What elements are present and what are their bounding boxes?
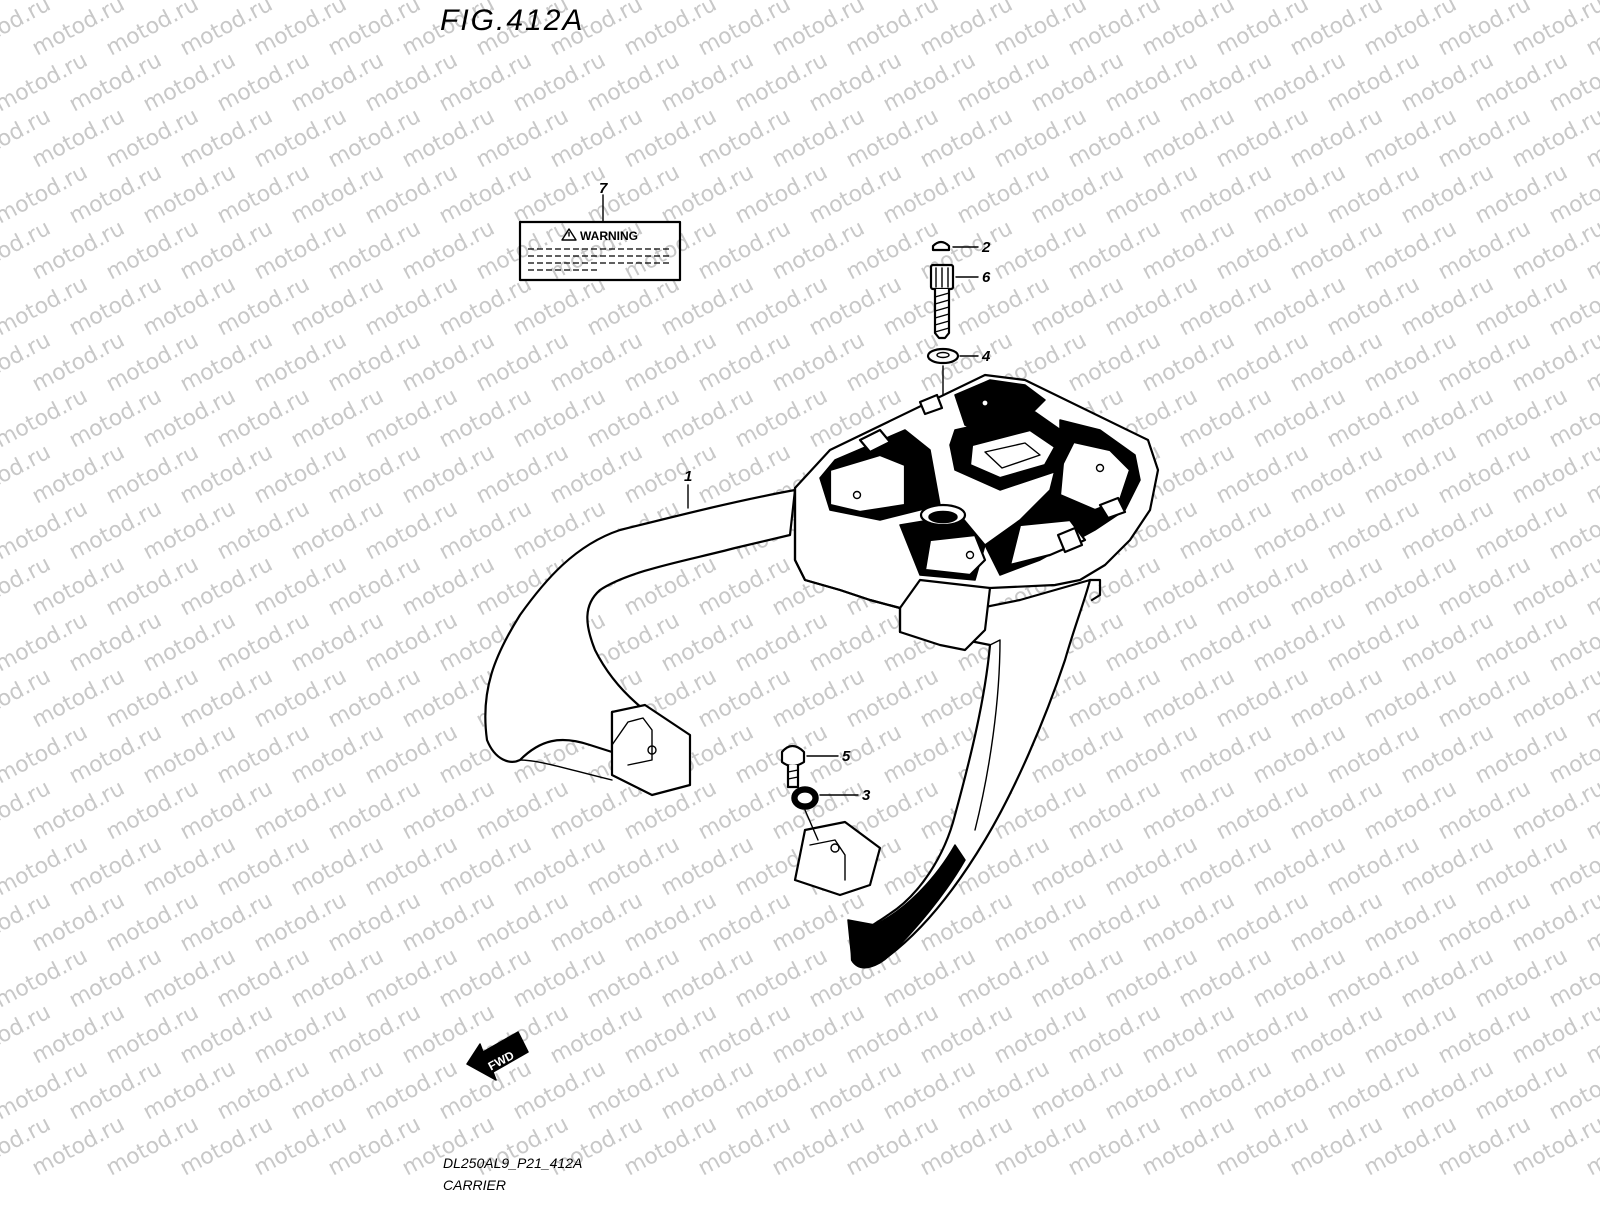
part-3-washer: [791, 786, 859, 841]
callout-3: 3: [862, 787, 871, 804]
part-6-bolt: [929, 263, 979, 340]
callout-6: 6: [982, 269, 991, 286]
figure-title: FIG.412A: [440, 4, 584, 37]
part-2-cap: [931, 240, 979, 252]
figure-caption: CARRIER: [443, 1177, 506, 1193]
part-5-bolt: [780, 744, 839, 789]
model-code: DL250AL9_P21_412A: [443, 1155, 582, 1171]
warning-triangle-icon: [561, 228, 577, 241]
callout-5: 5: [842, 748, 851, 765]
callout-2: 2: [981, 239, 991, 256]
warning-label-heading: WARNING: [580, 229, 638, 243]
callout-1: 1: [684, 468, 692, 485]
warning-label-text-lines: [528, 248, 672, 271]
warning-label-outline: [518, 220, 682, 282]
warning-label: WARNING: [518, 194, 682, 282]
callout-7: 7: [599, 180, 608, 197]
callout-4: 4: [981, 348, 991, 365]
part-1-carrier: [484, 373, 1160, 969]
part-4-washer: [926, 347, 979, 365]
